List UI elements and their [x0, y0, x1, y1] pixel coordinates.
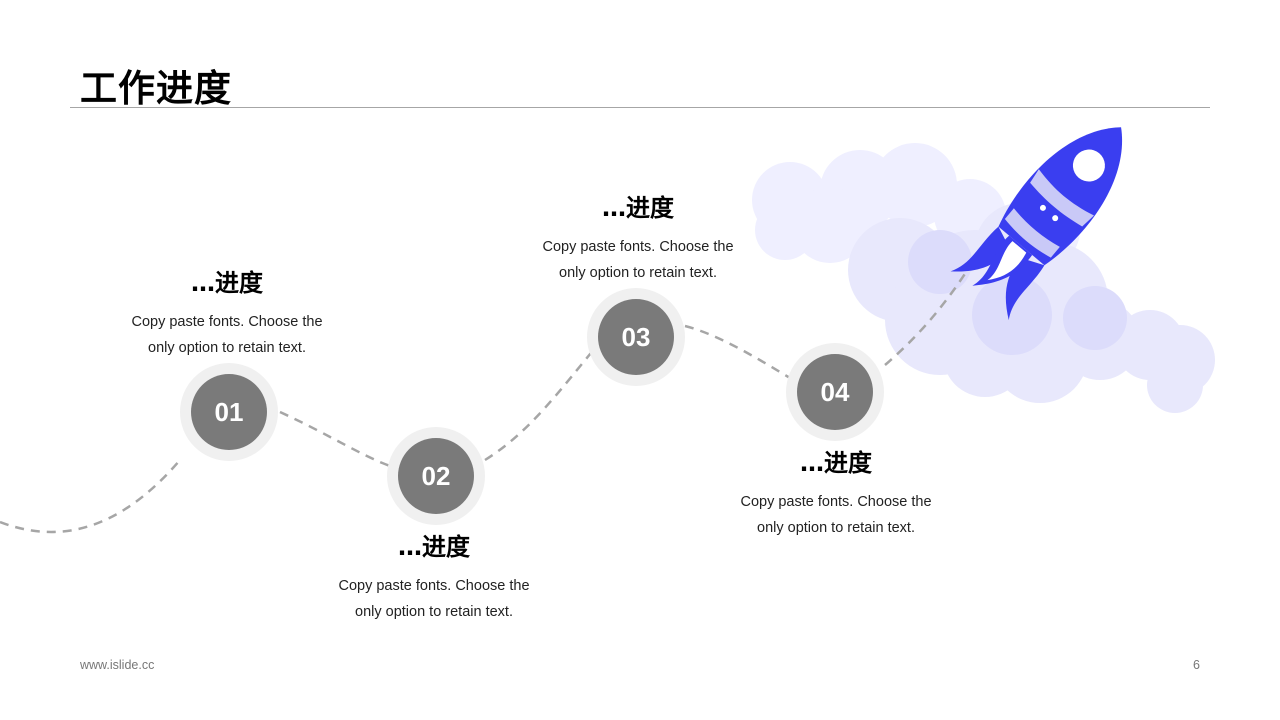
step-heading: …进度	[716, 446, 956, 480]
step-number: 04	[797, 354, 873, 430]
step-number: 03	[598, 299, 674, 375]
step-heading: …进度	[107, 266, 347, 300]
footer-page-number: 6	[1193, 658, 1200, 672]
step-desc-line1: Copy paste fonts. Choose the	[107, 309, 347, 335]
step-label-03: …进度 Copy paste fonts. Choose the only op…	[518, 191, 758, 286]
step-circle-02: 02	[387, 427, 485, 525]
step-label-02: …进度 Copy paste fonts. Choose the only op…	[314, 530, 554, 625]
step-circle-04: 04	[786, 343, 884, 441]
step-desc-line2: only option to retain text.	[716, 515, 956, 541]
step-circle-03: 03	[587, 288, 685, 386]
step-number: 02	[398, 438, 474, 514]
step-desc-line1: Copy paste fonts. Choose the	[716, 489, 956, 515]
step-heading: …进度	[518, 191, 758, 225]
step-circle-01: 01	[180, 363, 278, 461]
step-desc-line2: only option to retain text.	[107, 335, 347, 361]
step-number: 01	[191, 374, 267, 450]
footer-website: www.islide.cc	[80, 658, 154, 672]
step-desc-line1: Copy paste fonts. Choose the	[314, 573, 554, 599]
step-label-04: …进度 Copy paste fonts. Choose the only op…	[716, 446, 956, 541]
step-desc-line1: Copy paste fonts. Choose the	[518, 234, 758, 260]
step-desc-line2: only option to retain text.	[518, 260, 758, 286]
step-label-01: …进度 Copy paste fonts. Choose the only op…	[107, 266, 347, 361]
step-heading: …进度	[314, 530, 554, 564]
step-desc-line2: only option to retain text.	[314, 599, 554, 625]
